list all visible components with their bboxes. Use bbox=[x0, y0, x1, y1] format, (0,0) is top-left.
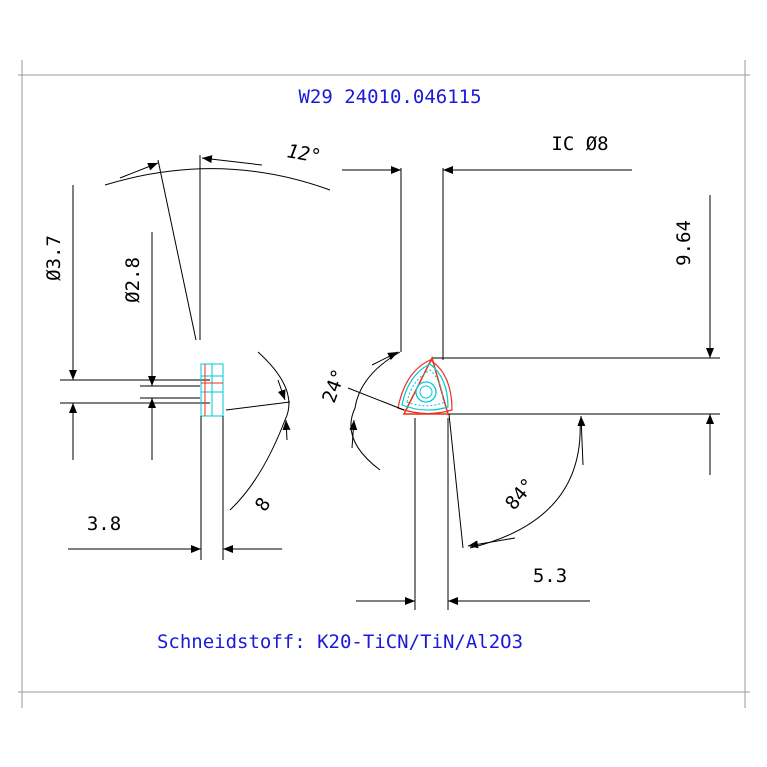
dimension-inscribed-circle: IC Ø8 bbox=[551, 133, 608, 155]
dimension-dia-outer: Ø3.7 bbox=[43, 235, 65, 281]
insert-side-profile bbox=[200, 363, 224, 417]
insert-top-view bbox=[397, 355, 453, 415]
angle-clearance: 12° bbox=[285, 140, 323, 168]
top-view: IC Ø8 9.64 24° 84° 5.3 bbox=[318, 133, 720, 610]
part-number-title: W29 24010.046115 bbox=[298, 86, 481, 108]
drawing-frame bbox=[18, 60, 750, 708]
angle-main: 84° bbox=[501, 474, 540, 514]
dimension-width: 3.8 bbox=[87, 513, 121, 535]
dimension-dia-inner: Ø2.8 bbox=[122, 257, 144, 303]
side-view: Ø3.7 Ø2.8 12° 8 3.8 bbox=[43, 140, 331, 560]
angle-corner: 24° bbox=[318, 366, 350, 406]
material-note: Schneidstoff: K20-TiCN/TiN/Al2O3 bbox=[157, 631, 523, 653]
dimension-radius: 8 bbox=[251, 494, 276, 516]
dimension-offset: 5.3 bbox=[533, 565, 567, 587]
dimension-height: 9.64 bbox=[673, 220, 695, 266]
